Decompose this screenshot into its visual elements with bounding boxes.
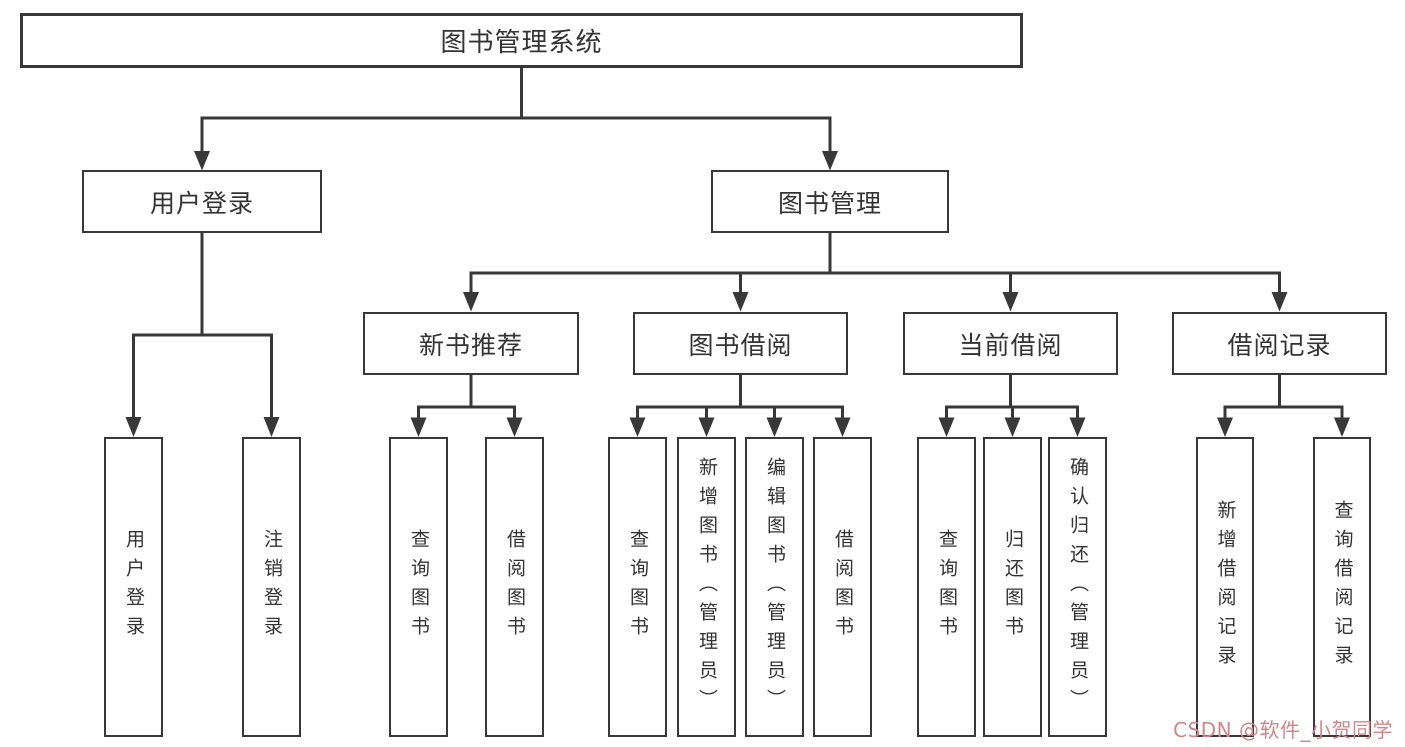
node-label: 当前借阅 (958, 330, 1063, 360)
node-label: 图书管理 (777, 188, 882, 218)
leaf-label: 新增借阅记录 (1214, 500, 1237, 674)
leaf-records-query-record: 查询借阅记录 (1313, 437, 1371, 737)
leaf-label: 查询图书 (408, 529, 430, 645)
node-label: 图书借阅 (688, 330, 793, 360)
node-current-borrowing: 当前借阅 (903, 312, 1118, 375)
node-label: 借阅记录 (1227, 330, 1332, 360)
leaf-recommend-query-books: 查询图书 (389, 437, 448, 737)
leaf-logout-login: 注销登录 (242, 437, 301, 737)
leaf-label: 查询图书 (936, 529, 958, 645)
leaf-recommend-borrow-books: 借阅图书 (485, 437, 544, 737)
arrowheads (125, 151, 1350, 437)
leaf-borrowing-add-books-admin: 新增图书（管理员） (677, 437, 736, 737)
leaf-label: 注销登录 (261, 529, 283, 645)
leaf-borrowing-edit-books-admin: 编辑图书（管理员） (745, 437, 804, 737)
node-label: 图书管理系统 (440, 28, 603, 58)
leaf-records-add-record: 新增借阅记录 (1196, 437, 1254, 737)
node-book-management: 图书管理 (711, 170, 949, 233)
leaf-current-return-books: 归还图书 (983, 437, 1042, 737)
node-new-book-recommend: 新书推荐 (363, 312, 579, 375)
leaf-label: 查询借阅记录 (1331, 500, 1354, 674)
node-label: 新书推荐 (418, 330, 523, 360)
leaf-label: 用户登录 (123, 529, 145, 645)
node-borrowing-records: 借阅记录 (1172, 312, 1387, 375)
leaf-label: 借阅图书 (832, 529, 854, 645)
leaf-user-login: 用户登录 (104, 437, 163, 737)
csdn-watermark: CSDN @软件_小贺同学 (1173, 718, 1393, 742)
node-label: 用户登录 (149, 188, 254, 218)
leaf-label: 查询图书 (627, 529, 649, 645)
leaf-label: 确认归还（管理员） (1067, 456, 1089, 718)
node-library-management-system: 图书管理系统 (20, 13, 1023, 68)
leaf-label: 归还图书 (1002, 529, 1024, 645)
leaf-label: 编辑图书（管理员） (764, 456, 786, 718)
node-book-borrowing: 图书借阅 (633, 312, 848, 375)
leaf-label: 借阅图书 (504, 529, 526, 645)
node-user-login: 用户登录 (82, 170, 322, 233)
leaf-borrowing-borrow-books: 借阅图书 (813, 437, 872, 737)
leaf-current-confirm-return-admin: 确认归还（管理员） (1048, 437, 1107, 737)
leaf-current-query-books: 查询图书 (917, 437, 976, 737)
leaf-label: 新增图书（管理员） (696, 456, 718, 718)
leaf-borrowing-query-books: 查询图书 (608, 437, 667, 737)
